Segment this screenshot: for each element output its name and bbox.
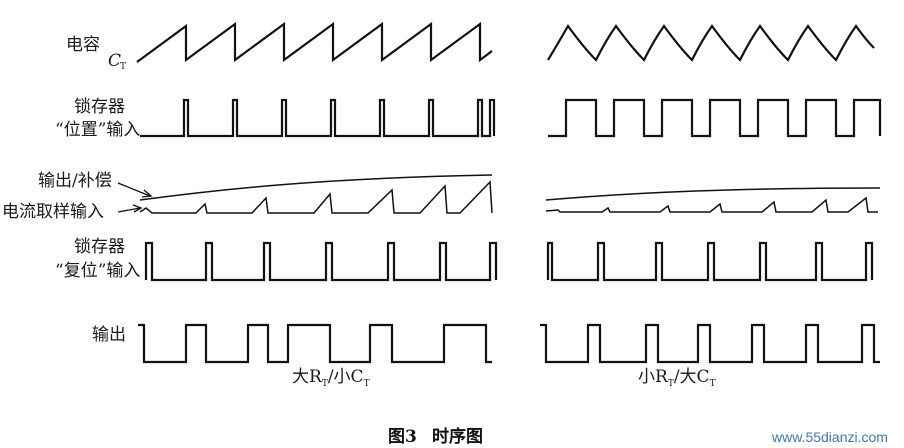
capacitor-symbol: C xyxy=(108,51,121,71)
capacitor-label: 电容 xyxy=(66,35,100,55)
right-condition-label: 小RT/大CT xyxy=(638,367,716,389)
current-sense-arrow xyxy=(117,207,141,213)
svg-text:大RT/小CT: 大RT/小CT xyxy=(292,367,370,389)
output-label: 输出 xyxy=(92,325,126,345)
latch-set-label-line1: 锁存器 xyxy=(74,97,125,117)
right-capacitor-triangle xyxy=(547,23,875,62)
left-output-comp-line xyxy=(139,174,493,201)
capacitor-subscript: T xyxy=(120,62,126,72)
current-sense-arrowhead xyxy=(132,204,143,213)
left-capacitor-sawtooth xyxy=(136,21,493,63)
svg-text:小RT/大CT: 小RT/大CT xyxy=(638,367,716,389)
output-comp-arrow xyxy=(117,182,151,197)
right-latch-set-pulses xyxy=(548,98,882,138)
right-output-comp-line xyxy=(545,187,881,201)
left-condition-label: 大RT/小CT xyxy=(292,367,370,389)
latch-reset-label-line2: “复位”输入 xyxy=(55,261,140,281)
latch-reset-label-line1: 锁存器 xyxy=(74,237,125,257)
figure-number: 图3 xyxy=(388,427,417,447)
right-output-pulses xyxy=(540,323,880,364)
left-current-sense-ramps xyxy=(139,180,493,214)
watermark: www.55dianzi.com xyxy=(771,429,888,445)
current-sense-label: 电流取样输入 xyxy=(2,202,104,222)
left-output-pulses xyxy=(138,323,492,364)
figure-title: 时序图 xyxy=(432,426,483,447)
right-current-sense-ramps xyxy=(545,196,878,213)
output-comp-label: 输出/补偿 xyxy=(38,171,112,191)
latch-set-label-line2: “位置”输入 xyxy=(55,120,140,140)
left-latch-reset-pulses xyxy=(144,241,498,282)
output-comp-arrowhead xyxy=(141,189,153,198)
right-latch-reset-pulses xyxy=(546,241,874,282)
left-latch-set-pulses xyxy=(140,98,496,138)
